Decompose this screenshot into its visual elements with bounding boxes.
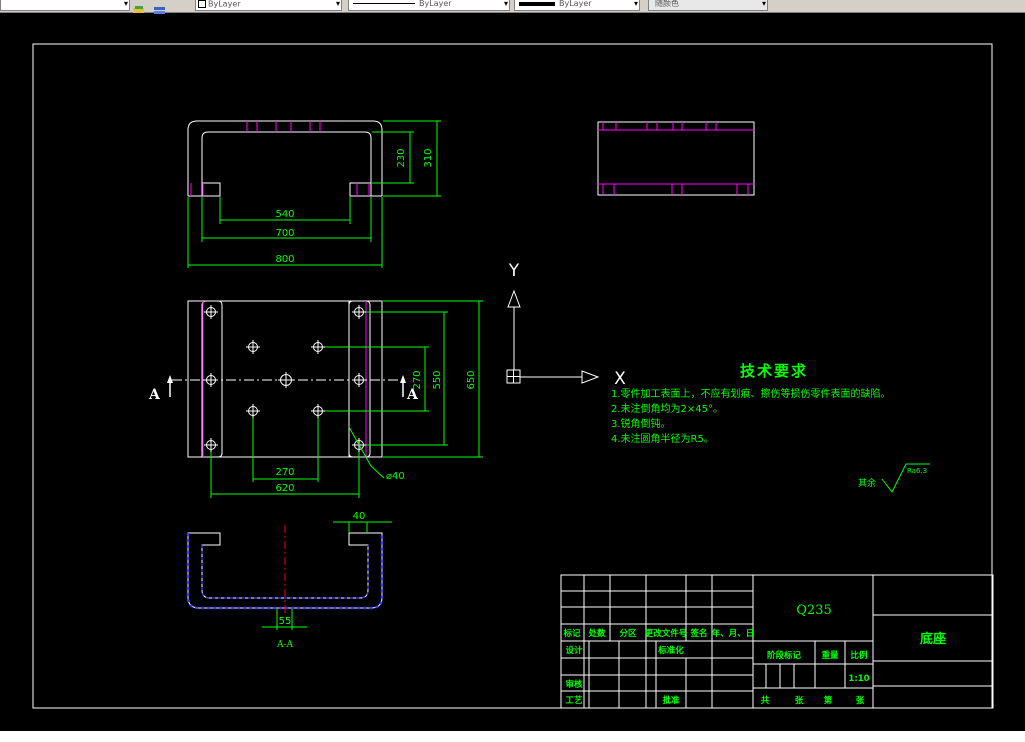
- tb-design: 设计: [565, 645, 583, 656]
- layer-combo[interactable]: ByLayer ▾: [195, 0, 342, 11]
- tech-line-4: 4.未注圆角半径为R5。: [611, 432, 714, 445]
- layer-stack-icon[interactable]: [153, 0, 167, 14]
- tb-mark-header: 标记: [562, 628, 581, 639]
- dim-650: 650: [466, 370, 477, 389]
- chevron-down-icon: ▾: [123, 0, 128, 8]
- tb-scale-label: 比例: [850, 650, 868, 661]
- technical-requirements: 技术要求 1.零件加工表面上，不应有划痕、擦伤等损伤零件表面的缺陷。 2.未注倒…: [611, 362, 891, 445]
- tb-material: Q235: [796, 603, 831, 618]
- dim-55: 55: [279, 616, 292, 627]
- dim-phi40: ⌀40: [386, 471, 405, 482]
- tb-sheets: 张: [795, 696, 804, 706]
- tb-sign-header: 签名: [689, 628, 707, 639]
- linetype-combo[interactable]: ByLayer ▾: [348, 0, 510, 11]
- dim-800: 800: [275, 254, 294, 265]
- dim-40: 40: [353, 511, 366, 522]
- tech-line-1: 1.零件加工表面上，不应有划痕、擦伤等损伤零件表面的缺陷。: [611, 387, 891, 400]
- dim-550: 550: [432, 370, 443, 389]
- lineweight-combo[interactable]: ByLayer ▾: [514, 0, 640, 11]
- tb-total: 共: [761, 695, 770, 706]
- roughness-value: Ra6.3: [907, 467, 927, 475]
- title-block: [560, 574, 994, 709]
- top-view-holes: [190, 121, 370, 196]
- tb-scale-value: 1:10: [848, 674, 869, 684]
- plan-holes: [204, 305, 366, 452]
- tech-line-3: 3.锐角倒钝。: [611, 417, 671, 430]
- drawing-frame: [32, 43, 993, 709]
- chevron-down-icon: ▾: [503, 0, 508, 8]
- layer-combo-value: ByLayer: [208, 0, 241, 9]
- roughness-symbol: 其余 Ra6.3: [858, 463, 930, 493]
- ucs-y-label: Y: [508, 261, 520, 281]
- plan-dimensions: [210, 300, 483, 498]
- side-view[interactable]: [597, 121, 755, 196]
- section-label-right: A: [406, 387, 419, 403]
- top-view[interactable]: [187, 120, 383, 197]
- section-label-left: A: [148, 387, 161, 403]
- plotstyle-combo-value: 随颜色: [655, 0, 679, 8]
- chevron-down-icon: ▾: [335, 0, 340, 8]
- ucs-icon: [506, 289, 600, 384]
- dim-540: 540: [275, 209, 294, 220]
- layer-manager-icon[interactable]: [132, 0, 146, 13]
- ucs-x-label: X: [614, 369, 626, 389]
- tb-date-header: 年、月、日: [712, 628, 755, 639]
- top-view-dimensions: [187, 120, 441, 268]
- dim-270-horizontal: 270: [275, 467, 294, 478]
- chevron-down-icon: ▾: [761, 0, 766, 8]
- tb-process: 工艺: [565, 695, 583, 706]
- section-dimensions: [262, 521, 392, 630]
- tb-standard: 标准化: [657, 645, 684, 656]
- dim-270-vertical: 270: [412, 370, 423, 389]
- tb-sheet2: 张: [856, 696, 865, 706]
- linetype-combo-value: ByLayer: [419, 0, 452, 8]
- tb-doc-header: 更改文件号: [645, 628, 688, 639]
- dim-700: 700: [275, 228, 294, 239]
- dim-230: 230: [396, 148, 407, 167]
- layer-state-combo[interactable]: ▾: [0, 0, 130, 11]
- tb-zone-header: 分区: [619, 628, 637, 639]
- lineweight-combo-value: ByLayer: [559, 0, 592, 8]
- roughness-prefix: 其余: [858, 477, 876, 489]
- tb-stage: 阶段标记: [767, 650, 802, 661]
- tb-count-header: 处数: [587, 628, 606, 639]
- tb-part-name: 底座: [920, 631, 946, 647]
- tech-title: 技术要求: [740, 362, 808, 380]
- properties-toolbar: ▾ ByLayer ▾ ByLayer ▾ ByLayer ▾ 随颜色 ▾: [0, 0, 1025, 14]
- plotstyle-combo[interactable]: 随颜色 ▾: [648, 0, 768, 11]
- tb-review: 审核: [565, 679, 583, 690]
- drawing-canvas[interactable]: 540 700 800 230 310: [0, 13, 1025, 731]
- tb-approve: 批准: [662, 695, 680, 706]
- section-view-aa[interactable]: [186, 525, 384, 615]
- chevron-down-icon: ▾: [633, 0, 638, 8]
- command-line[interactable]: [0, 731, 1025, 742]
- tech-line-2: 2.未注倒角均为2×45°。: [611, 402, 723, 415]
- plan-view-magenta-lines: [202, 301, 367, 457]
- section-title: A-A: [276, 640, 294, 650]
- dim-620: 620: [275, 483, 294, 494]
- tb-page: 第: [824, 695, 833, 706]
- dim-310: 310: [423, 148, 434, 167]
- tb-weight: 重量: [821, 650, 839, 661]
- section-marks: A A: [148, 375, 419, 403]
